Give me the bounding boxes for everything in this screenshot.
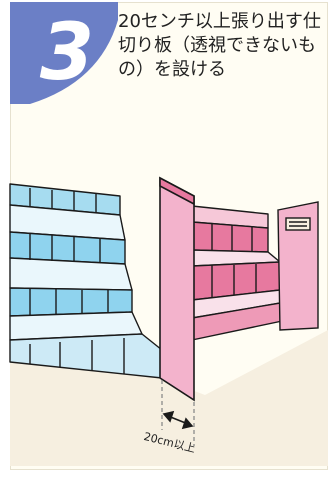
floor — [10, 330, 328, 466]
dimension-guides — [161, 380, 195, 446]
far-partition — [277, 201, 319, 331]
blue-shelf-unit — [9, 183, 163, 379]
dimension-arrow — [162, 410, 194, 430]
near-partition — [159, 176, 195, 402]
step-heading: 20センチ以上張り出す仕切り板（透視できないもの）を設ける — [118, 11, 321, 80]
step-badge — [10, 2, 118, 104]
step-number: 3 — [39, 8, 95, 98]
